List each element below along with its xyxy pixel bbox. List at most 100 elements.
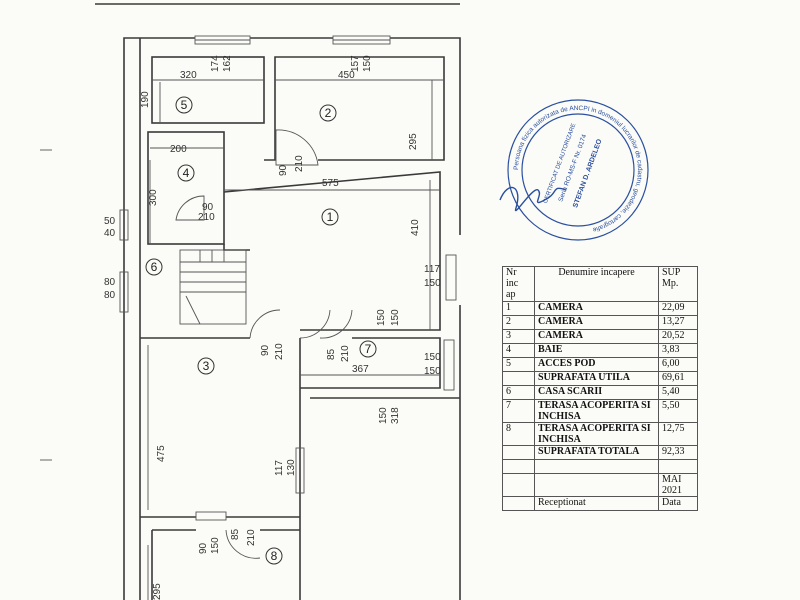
svg-text:2: 2	[325, 106, 332, 120]
room-label-7: 7	[359, 340, 377, 358]
dim-room5-height: 190	[140, 91, 151, 108]
legend-cell-sup: 3,83	[658, 343, 698, 358]
legend-cell-sup: 92,33	[658, 445, 698, 460]
dim-room1-width: 575	[322, 178, 339, 189]
window-room3	[295, 447, 305, 494]
legend-cell-name: SUPRAFATA TOTALA	[534, 445, 659, 460]
dim-room1-height: 410	[410, 219, 421, 236]
dim-win3-130: 130	[286, 459, 297, 476]
dim-bottom-85: 85	[230, 528, 241, 540]
legend-cell-name: SUPRAFATA UTILA	[534, 371, 659, 386]
legend-row: MAI 2021	[502, 473, 698, 497]
legend-cell-nr: 3	[502, 329, 535, 344]
legend-cell-sup	[658, 459, 698, 474]
window-top-mid	[332, 35, 391, 45]
dim-window-top-mid-b: 150	[362, 55, 373, 72]
legend-cell-sup: Data	[658, 496, 698, 511]
legend-cell-sup: 6,00	[658, 357, 698, 372]
dim-win-50: 50	[104, 216, 116, 227]
dim-window-top-mid: 157	[350, 55, 361, 72]
room-4-walls	[147, 131, 225, 245]
door-arcs	[175, 129, 353, 559]
dim-room4-width: 200	[170, 144, 187, 155]
svg-text:7: 7	[365, 342, 372, 356]
dim-win-80b: 80	[104, 290, 116, 301]
dim-door-150b: 150	[390, 309, 401, 326]
legend-cell-sup: 13,27	[658, 315, 698, 330]
legend-cell-nr: 2	[502, 315, 535, 330]
dim-right-150: 150	[424, 278, 441, 289]
window-left-80	[119, 271, 129, 313]
room-5-walls	[151, 56, 265, 124]
legend-cell-nr	[502, 459, 535, 474]
header-nr: Nr inc ap	[502, 266, 535, 302]
legend-cell-name: CAMERA	[534, 315, 659, 330]
legend-cell-name: TERASA ACOPERITA SI INCHISA	[534, 399, 659, 423]
room-label-5: 5	[175, 96, 193, 114]
stamp-outer-text: Persoana fizica autorizata de ANCPI in d…	[513, 105, 643, 233]
legend-cell-nr: 6	[502, 385, 535, 400]
room-label-2: 2	[319, 104, 337, 122]
room-label-3: 3	[197, 357, 215, 375]
legend-cell-sup: 12,75	[658, 422, 698, 446]
legend-cell-nr	[502, 473, 535, 497]
dim-window-top-left-b: 162	[222, 55, 233, 72]
legend-cell-nr	[502, 445, 535, 460]
dim-door3-90: 90	[260, 344, 271, 356]
legend-cell-nr	[502, 371, 535, 386]
room-label-6: 6	[145, 258, 163, 276]
legend-row	[502, 459, 698, 474]
legend-cell-nr: 4	[502, 343, 535, 358]
dim-room8-height: 295	[152, 583, 163, 600]
legend-cell-sup: MAI 2021	[658, 473, 698, 497]
dim-door-90: 90	[278, 164, 289, 176]
room-2-walls	[264, 56, 445, 161]
dim-right-117: 117	[424, 264, 440, 275]
dim-room4-height: 300	[148, 189, 159, 206]
room-8-walls	[151, 529, 300, 600]
room-label-8: 8	[265, 547, 283, 565]
window-room8	[195, 511, 227, 521]
dim-bottom-210: 210	[246, 529, 257, 546]
dim-bottom-150: 150	[378, 407, 389, 424]
header-name: Denumire incapere	[534, 266, 659, 302]
signature	[499, 186, 567, 212]
legend-cell-name: Receptionat	[534, 496, 659, 511]
legend-cell-sup: 22,09	[658, 301, 698, 316]
legend-cell-name: TERASA ACOPERITA SI INCHISA	[534, 422, 659, 446]
legend-cell-sup: 20,52	[658, 329, 698, 344]
room-3-walls	[140, 337, 301, 600]
legend-cell-name: BAIE	[534, 343, 659, 358]
dim-r150a: 150	[424, 352, 441, 363]
dim-door3-210: 210	[274, 343, 285, 360]
legend-cell-name	[534, 473, 659, 497]
legend-cell-nr: 7	[502, 399, 535, 423]
dim-r150b: 150	[424, 366, 441, 377]
window-left-50	[119, 209, 129, 241]
room-7-walls	[300, 337, 460, 399]
window-top-left	[194, 35, 251, 45]
dim-door7-210: 210	[340, 345, 351, 362]
legend-cell-name: CAMERA	[534, 329, 659, 344]
legend-cell-name: CASA SCARII	[534, 385, 659, 400]
svg-text:4: 4	[183, 166, 190, 180]
outer-walls	[123, 37, 461, 600]
legend-cell-sup: 5,50	[658, 399, 698, 423]
dim-door-210: 210	[294, 155, 305, 172]
dim-room3-height: 475	[156, 445, 167, 462]
dim-room2-height: 295	[408, 133, 419, 150]
svg-text:1: 1	[327, 210, 334, 224]
legend-cell-name: ACCES POD	[534, 357, 659, 372]
legend-cell-sup: 5,40	[658, 385, 698, 400]
